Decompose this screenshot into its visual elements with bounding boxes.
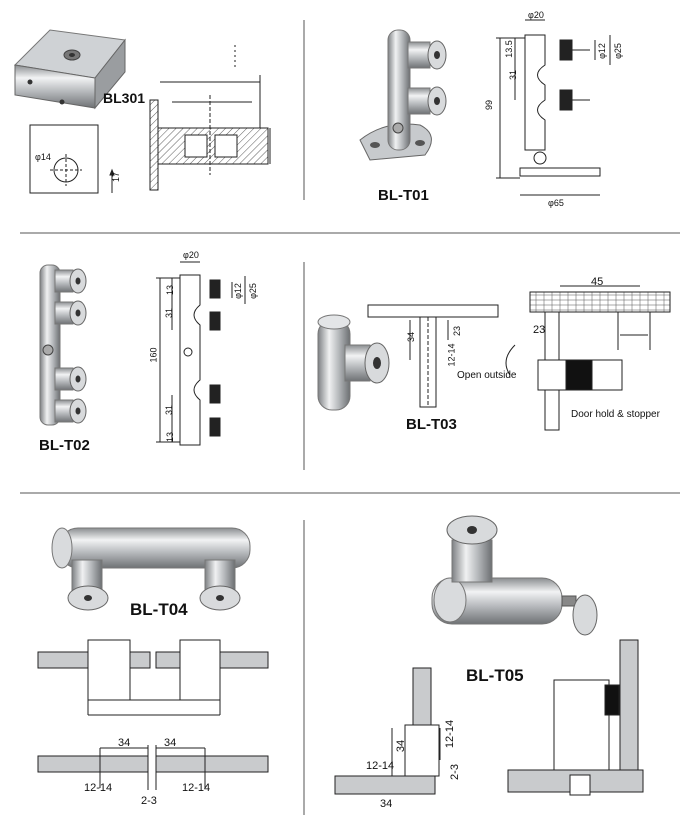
blt03-door-note: Door hold & stopper: [571, 409, 660, 420]
blt05-gap-dim: 2-3: [448, 764, 461, 780]
blt03-photo: [317, 314, 390, 411]
grid-dividers: [20, 20, 680, 815]
blt03-23a-dim: 23: [452, 325, 463, 337]
bl301-label: BL301: [103, 90, 146, 106]
blt03-23b-dim: 23: [533, 324, 546, 336]
blt03-1214-dim: 12-14: [446, 343, 457, 367]
blt01-drawing: [496, 19, 611, 196]
blt01-99-dim: 99: [484, 99, 495, 111]
blt03-door-drawing: [505, 285, 671, 431]
blt01-top-dim: φ20: [528, 10, 544, 20]
blt01-label: BL-T01: [378, 187, 429, 204]
blt02-160-dim: 160: [148, 347, 159, 363]
bl301-section-drawing: [149, 45, 271, 191]
blt05-34v-dim: 34: [395, 739, 408, 753]
blt02-31b-dim: 31: [164, 404, 175, 416]
blt03-label: BL-T03: [406, 416, 457, 433]
blt02-drawing: [156, 261, 246, 446]
blt04-top-drawing: [37, 639, 269, 716]
blt02-photo: [39, 264, 87, 426]
blt03-section-drawing: [367, 304, 499, 408]
blt04-34a-dim: 34: [118, 737, 131, 749]
blt03-open-note: Open outside: [457, 370, 517, 381]
blt05-front-drawing: [507, 639, 644, 796]
blt05-34b-dim: 34: [380, 798, 393, 810]
blt04-photo: [51, 527, 251, 611]
blt04-1214a-dim: 12-14: [84, 782, 113, 794]
blt05-label: BL-T05: [466, 666, 524, 685]
blt02-12-dim: φ12: [232, 283, 243, 299]
bl301-photo: [13, 29, 126, 110]
blt02-top-dim: φ20: [183, 250, 199, 260]
blt02-label: BL-T02: [39, 437, 90, 454]
blt02-25-dim: φ25: [247, 283, 258, 299]
blt05-1214v-dim: 12-14: [444, 719, 457, 749]
blt01-25-dim: φ25: [612, 43, 623, 59]
blt04-gap-dim: 2-3: [141, 795, 157, 807]
blt03-45-dim: 45: [591, 276, 604, 288]
blt02-13a-dim: 13: [165, 284, 176, 296]
blt04-label: BL-T04: [130, 600, 188, 619]
blt01-photo: [359, 29, 447, 161]
blt05-side-drawing: [334, 667, 441, 795]
blt03-34-dim: 34: [406, 331, 417, 343]
blt05-1214h-dim: 12-14: [366, 760, 395, 772]
blt01-135-dim: 13.5: [503, 40, 514, 58]
blt04-bottom-drawing: [37, 745, 269, 790]
blt04-1214b-dim: 12-14: [182, 782, 211, 794]
blt01-31-dim: 31: [508, 69, 519, 81]
bl301-front-drawing: [29, 124, 115, 194]
blt05-photo: [431, 515, 598, 636]
blt01-65-dim: φ65: [548, 198, 564, 208]
blt01-12-dim: φ12: [596, 43, 607, 59]
bl301-hole-dim: φ14: [35, 152, 51, 162]
bl301-offset-dim: 17: [111, 171, 122, 183]
blt02-13b-dim: 13: [165, 431, 176, 443]
blt02-31a-dim: 31: [164, 307, 175, 319]
blt04-34b-dim: 34: [164, 737, 177, 749]
